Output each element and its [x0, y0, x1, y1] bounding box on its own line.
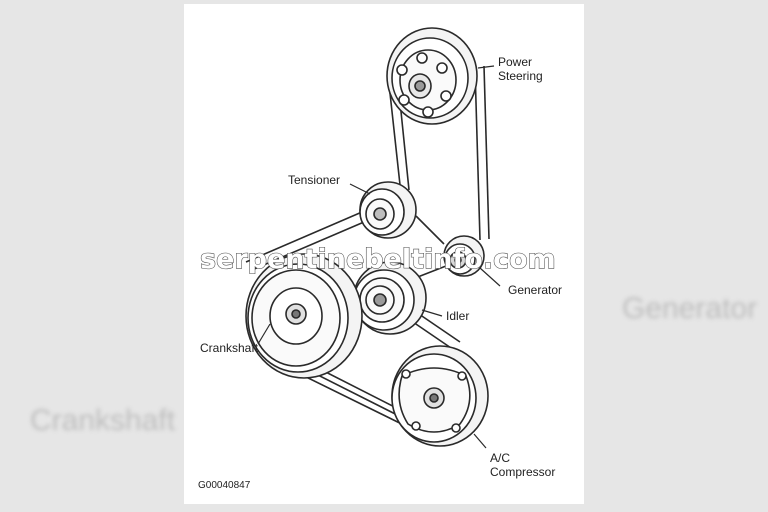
leader-lines — [257, 65, 501, 449]
generator-label: Generator — [508, 283, 562, 297]
idler-label: Idler — [446, 309, 469, 323]
tensioner-label: Tensioner — [288, 173, 340, 187]
power-steering-pulley — [386, 27, 478, 125]
idler-pulley — [353, 261, 427, 335]
ac-compressor-pulley — [391, 345, 489, 447]
belt-diagram-svg: Power Steering Tensioner Generator Idler… — [198, 27, 562, 491]
crankshaft-label: Crankshaft — [200, 341, 259, 355]
background-ghost-left-label: Crankshaft — [30, 404, 176, 437]
generator-pulley — [443, 235, 485, 277]
tensioner-pulley — [359, 181, 417, 239]
serpentine-belt — [245, 65, 490, 435]
watermark-text: serpentinebeltinfo.com — [200, 244, 556, 275]
ac-compressor-label-line2: Compressor — [490, 465, 555, 479]
crankshaft-pulley — [245, 253, 363, 379]
figure-code: G00040847 — [198, 480, 251, 491]
belt-routing-diagram: Power Steering Tensioner Generator Idler… — [184, 4, 584, 504]
background-ghost-right-label: Generator — [622, 292, 758, 325]
ac-compressor-label-line1: A/C — [490, 451, 510, 465]
power-steering-label-line1: Power — [498, 55, 532, 69]
power-steering-label-line2: Steering — [498, 69, 543, 83]
